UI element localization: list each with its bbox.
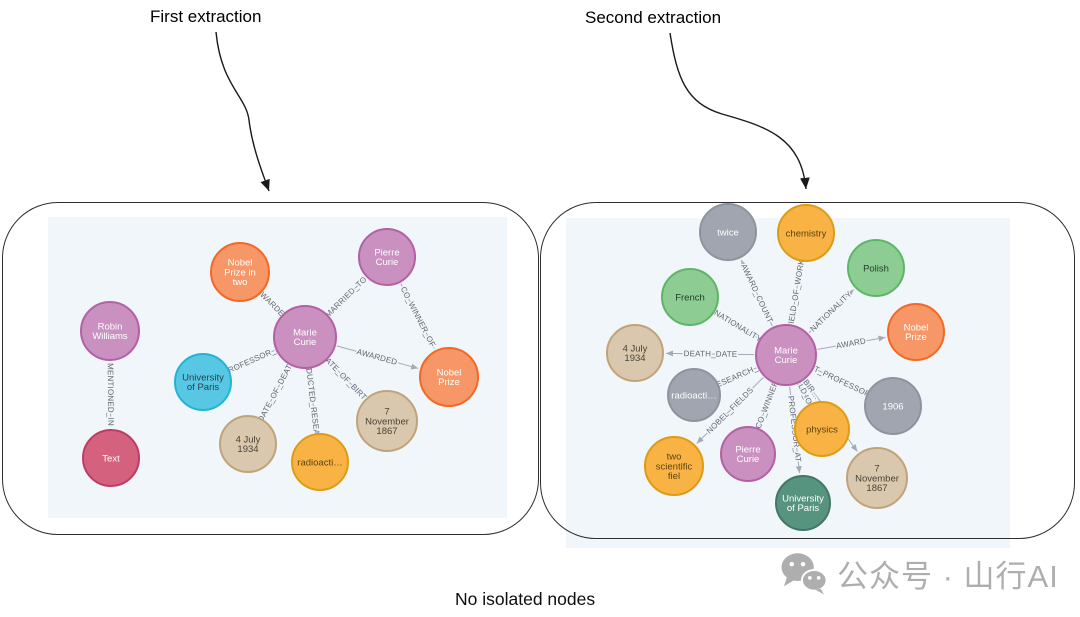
wechat-icon bbox=[781, 553, 827, 595]
first-extraction-panel bbox=[2, 202, 539, 535]
second-extraction-label: Second extraction bbox=[585, 8, 722, 27]
first-extraction-arrow bbox=[215, 31, 270, 192]
first-extraction-label: First extraction bbox=[150, 7, 262, 26]
watermark: 公众号 · 山行AI bbox=[780, 551, 1059, 596]
watermark-text: 公众号 · 山行AI bbox=[837, 559, 1059, 594]
no-isolated-nodes-note: No isolated nodes bbox=[455, 589, 596, 609]
second-extraction-panel bbox=[540, 202, 1075, 539]
second-extraction-arrow bbox=[669, 32, 810, 190]
